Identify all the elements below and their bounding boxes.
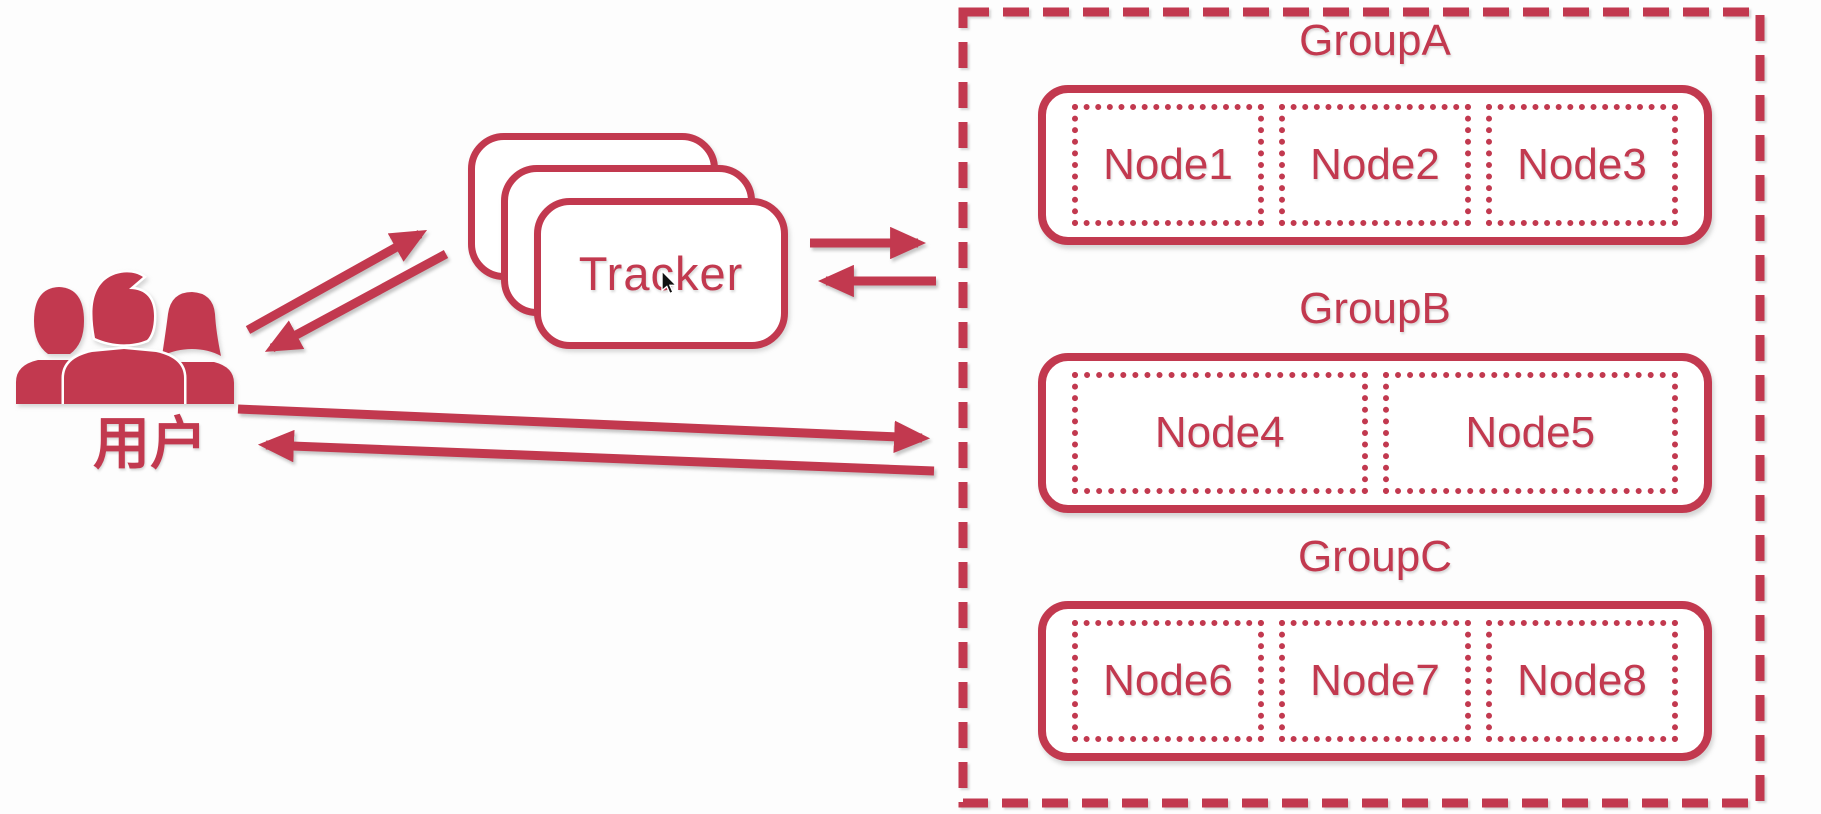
arrow-users-to-cluster	[237, 404, 931, 454]
node-5-label: Node5	[1465, 408, 1596, 457]
node-2-label: Node2	[1310, 140, 1440, 189]
node-8: Node8	[1486, 620, 1678, 742]
node-3-label: Node3	[1517, 140, 1647, 189]
group-a-box: Node1 Node2 Node3	[1038, 85, 1712, 245]
node-5: Node5	[1382, 372, 1678, 494]
group-b-box: Node4 Node5	[1038, 353, 1712, 513]
group-c-label: GroupC	[1297, 532, 1453, 581]
node-6-label: Node6	[1103, 656, 1233, 705]
node-2: Node2	[1279, 104, 1471, 226]
users-group	[2, 266, 242, 407]
node-1-label: Node1	[1103, 140, 1233, 189]
group-a-label: GroupA	[1299, 16, 1451, 65]
group-b-label: GroupB	[1299, 284, 1451, 333]
group-a: GroupA Node1 Node2 Node3	[1038, 14, 1712, 245]
node-3: Node3	[1486, 104, 1678, 226]
node-4-label: Node4	[1154, 408, 1285, 457]
node-7-label: Node7	[1310, 656, 1440, 705]
node-6: Node6	[1072, 620, 1264, 742]
node-7: Node7	[1279, 620, 1471, 742]
node-4: Node4	[1072, 372, 1368, 494]
tracker-card-front: Tracker	[534, 198, 788, 349]
arrow-tracker-to-users	[264, 250, 449, 352]
node-8-label: Node8	[1517, 656, 1647, 705]
users-label: 用户	[93, 412, 207, 476]
users-group-icon	[16, 270, 234, 407]
arrow-users-to-tracker	[245, 230, 428, 334]
group-c-box: Node6 Node7 Node8	[1038, 601, 1712, 761]
arrow-cluster-to-users	[257, 429, 935, 476]
node-1: Node1	[1072, 104, 1264, 226]
tracker-label: Tracker	[578, 247, 744, 300]
group-b: GroupB Node4 Node5	[1038, 282, 1712, 513]
group-c: GroupC Node6 Node7 Node8	[1038, 530, 1712, 761]
